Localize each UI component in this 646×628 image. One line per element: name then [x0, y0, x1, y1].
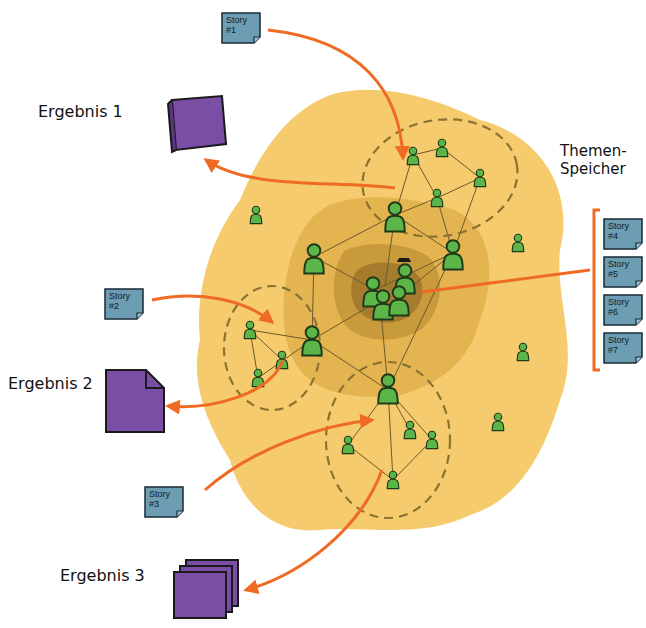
note-outline	[604, 295, 642, 325]
story-label: Story #2	[109, 292, 137, 312]
book-icon	[168, 96, 226, 152]
story-label: Story #6	[608, 298, 636, 318]
bracket	[594, 210, 600, 370]
note-outline	[604, 333, 642, 363]
note-fold	[636, 319, 642, 325]
flow-arrow	[152, 30, 590, 590]
note-fold	[254, 37, 260, 43]
people	[244, 139, 528, 488]
document-icon	[106, 370, 164, 432]
result-label: Ergebnis 1	[38, 102, 123, 121]
story-note: Story #7	[603, 332, 643, 364]
story-label: Story #5	[608, 260, 636, 280]
story-label: Story #3	[149, 490, 177, 510]
note-outline	[145, 487, 183, 517]
network-lines	[250, 148, 480, 480]
group-outline	[224, 107, 527, 518]
story-note: Story #1	[221, 12, 261, 44]
stack-icon	[174, 560, 238, 618]
story-note: Story #4	[603, 218, 643, 250]
note-fold	[636, 281, 642, 287]
result-label: Themen-Speicher	[560, 142, 642, 178]
story-note: Story #3	[144, 486, 184, 518]
result-label: Ergebnis 2	[8, 374, 93, 393]
story-label: Story #1	[226, 16, 254, 36]
story-note: Story #2	[104, 288, 144, 320]
note-fold	[636, 243, 642, 249]
note-fold	[137, 313, 143, 319]
result-label: Ergebnis 3	[60, 566, 145, 585]
story-label: Story #4	[608, 222, 636, 242]
note-outline	[105, 289, 143, 319]
note-fold	[177, 511, 183, 517]
note-outline	[222, 13, 260, 43]
note-outline	[604, 257, 642, 287]
note-fold	[636, 357, 642, 363]
story-label: Story #7	[608, 336, 636, 356]
story-note: Story #5	[603, 256, 643, 288]
middle-ring	[283, 197, 489, 396]
story-note: Story #6	[603, 294, 643, 326]
note-outline	[604, 219, 642, 249]
